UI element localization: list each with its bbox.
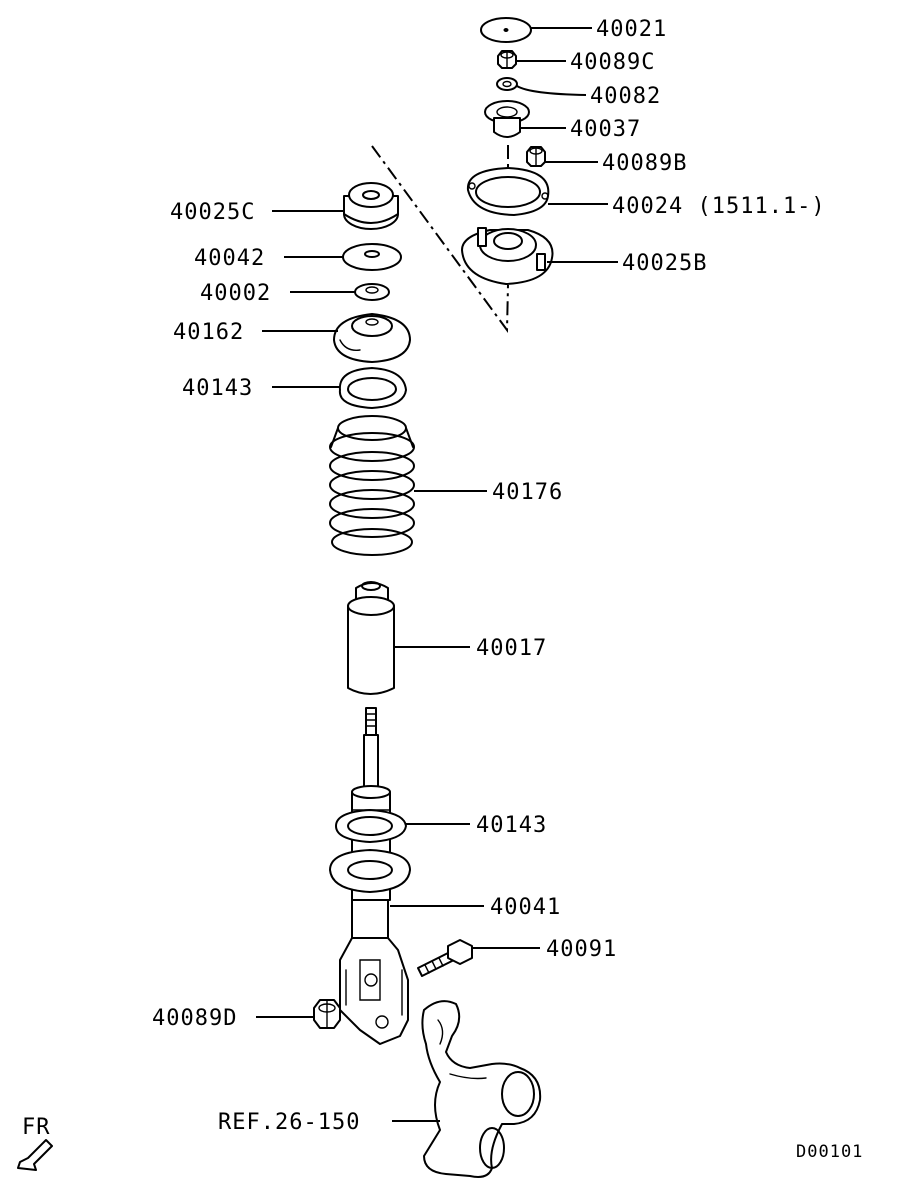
- shock-absorber-40041: [329, 707, 411, 1045]
- dust-cap-40021: [480, 17, 532, 43]
- label-40042: 40042: [194, 246, 265, 271]
- nut-40089b: [526, 146, 546, 167]
- bracket-plate-40024: [466, 167, 550, 216]
- leader-lines: [256, 27, 618, 1122]
- label-40089c: 40089C: [570, 50, 655, 75]
- label-40143-upper: 40143: [182, 376, 253, 401]
- upper-mount-40025c: [343, 182, 399, 230]
- washer-40082: [496, 77, 518, 91]
- nut-40089c: [497, 50, 517, 69]
- assembly-indicator-line: [371, 145, 509, 333]
- coil-spring-40176: [329, 415, 415, 556]
- label-40091: 40091: [546, 937, 617, 962]
- label-40021: 40021: [596, 17, 667, 42]
- plate-40042: [342, 243, 402, 271]
- steering-knuckle: [421, 1000, 542, 1178]
- front-direction-label: FR: [22, 1115, 51, 1140]
- label-40176: 40176: [492, 480, 563, 505]
- label-40025c: 40025C: [170, 200, 255, 225]
- label-40017: 40017: [476, 636, 547, 661]
- label-40089d: 40089D: [152, 1006, 237, 1031]
- label-40082: 40082: [590, 84, 661, 109]
- strut-mount-40025b: [461, 227, 554, 285]
- label-40024: 40024 (1511.1-): [612, 194, 826, 219]
- bearing-40002: [354, 283, 390, 301]
- label-40025b: 40025B: [622, 251, 707, 276]
- nut-40089d: [313, 999, 341, 1029]
- label-40089b: 40089B: [602, 151, 687, 176]
- diagram-code: D00101: [796, 1142, 863, 1162]
- label-ref-26-150: REF.26-150: [218, 1110, 360, 1135]
- spring-insulator-40143-upper: [338, 367, 407, 409]
- label-40143-lower: 40143: [476, 813, 547, 838]
- dust-boot-40017: [347, 581, 395, 695]
- label-40162: 40162: [173, 320, 244, 345]
- spring-seat-40162: [333, 313, 411, 363]
- bushing-40037: [484, 100, 530, 138]
- label-40041: 40041: [490, 895, 561, 920]
- label-40002: 40002: [200, 281, 271, 306]
- bolt-40091: [417, 939, 473, 977]
- front-direction-arrow-icon: [17, 1139, 53, 1171]
- label-40037: 40037: [570, 117, 641, 142]
